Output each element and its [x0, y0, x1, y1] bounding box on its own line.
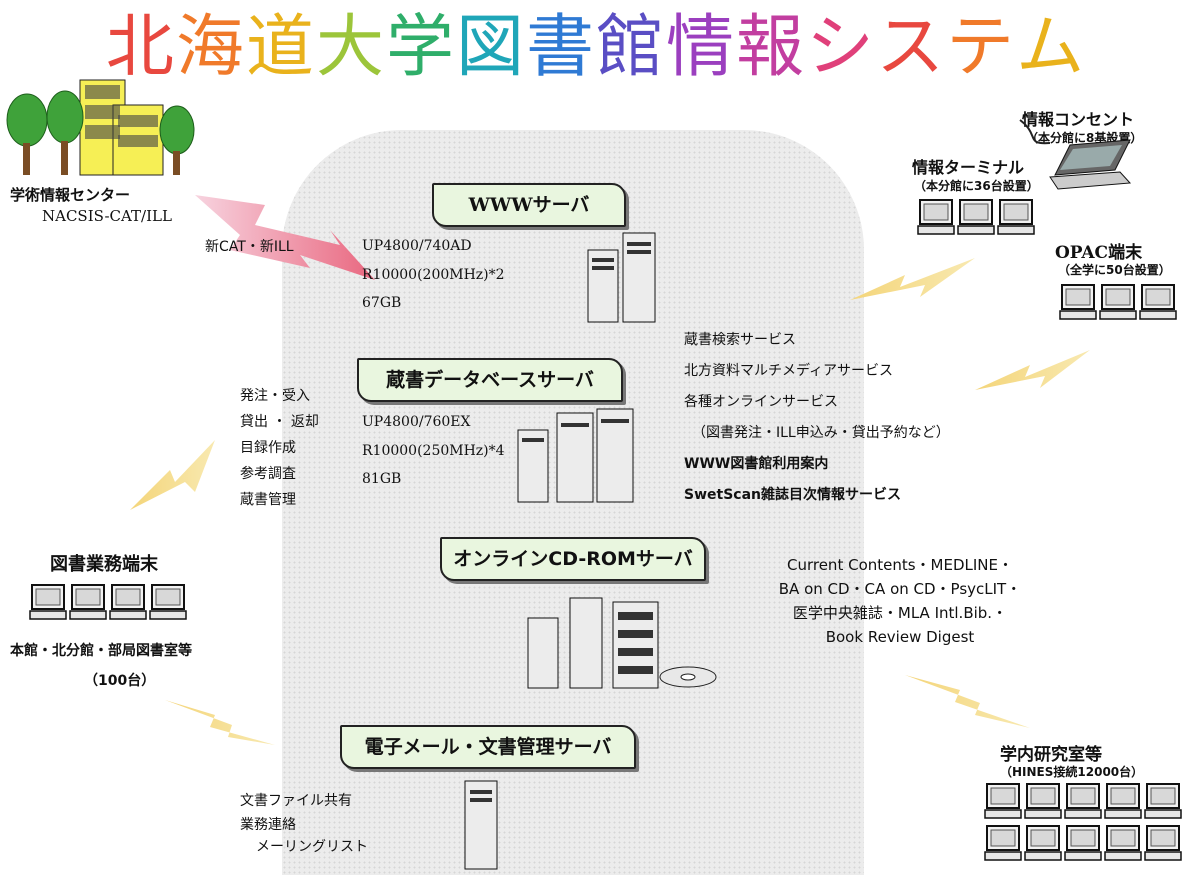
- terminal-icon: [984, 783, 1022, 819]
- db-server-icon: [517, 408, 634, 503]
- task-3: 目録作成: [240, 440, 296, 456]
- www-server-spec-2: R10000(200MHz)*2: [362, 267, 505, 283]
- title-char: 館: [596, 8, 667, 87]
- service-2: 北方資料マルチメディアサービス: [684, 363, 894, 379]
- info-terminal-label: 情報ターミナル: [912, 158, 1025, 177]
- service-3: 各種オンラインサービス: [684, 394, 838, 410]
- cdrom-server-banner: オンラインCD-ROMサーバ: [440, 537, 706, 581]
- www-server-spec-3: 67GB: [362, 295, 402, 311]
- campus-buildings-icon: [6, 79, 195, 176]
- db-server-spec-1: UP4800/760EX: [362, 414, 471, 430]
- task-2: 貸出 ・ 返却: [240, 414, 319, 430]
- cdrom-server-icon: [527, 597, 717, 689]
- task-5: 蔵書管理: [240, 492, 296, 508]
- terminal-icon: [29, 584, 67, 620]
- terminal-icon: [917, 199, 955, 235]
- mail-function-2: 業務連絡: [240, 817, 296, 833]
- title-char: テ: [946, 8, 1017, 87]
- info-outlet-label: 情報コンセント: [1022, 110, 1135, 129]
- cdrom-db-2: BA on CD・CA on CD・PsycLIT・: [778, 580, 1022, 598]
- title-char: 海: [175, 8, 246, 87]
- library-terminal-group: [29, 583, 190, 629]
- www-server-icon: [587, 232, 656, 323]
- title-char: ス: [876, 8, 947, 87]
- db-server-banner: 蔵書データベースサーバ: [357, 358, 623, 402]
- terminal-icon: [1144, 825, 1182, 861]
- title-char: 北: [105, 8, 176, 87]
- terminal-icon: [1059, 284, 1097, 320]
- research-rooms-count: （HINES接続12000台）: [1000, 765, 1144, 779]
- task-4: 参考調査: [240, 466, 296, 482]
- title-char: シ: [806, 8, 877, 87]
- title-char: 学: [385, 8, 456, 87]
- title-char: 情: [666, 8, 737, 87]
- terminal-icon: [1144, 783, 1182, 819]
- title-char: 道: [245, 8, 316, 87]
- terminal-icon: [1024, 783, 1062, 819]
- library-terminal-count: （100台）: [84, 673, 156, 689]
- task-1: 発注・受入: [240, 388, 310, 404]
- title-char: 大: [315, 8, 386, 87]
- laptop-icon: [1019, 119, 1132, 190]
- bolt-nacsis: [195, 195, 375, 280]
- terminal-icon: [997, 199, 1035, 235]
- opac-terminal-group: [1059, 283, 1180, 329]
- www-server-banner: WWWサーバ: [432, 183, 626, 227]
- bolt-terminal: [850, 258, 975, 300]
- service-6: SwetScan雑誌目次情報サービス: [684, 487, 901, 503]
- title-char: 書: [525, 8, 596, 87]
- service-1: 蔵書検索サービス: [684, 332, 796, 348]
- terminal-icon: [984, 825, 1022, 861]
- title-char: 報: [736, 8, 807, 87]
- service-5: WWW図書館利用案内: [684, 456, 829, 472]
- terminal-icon: [1104, 783, 1142, 819]
- cat-ill-link-label: 新CAT・新ILL: [205, 239, 294, 255]
- mail-server-banner: 電子メール・文書管理サーバ: [340, 725, 636, 769]
- bolt-opac: [975, 350, 1090, 390]
- nacsis-label: 学術情報センター: [10, 186, 131, 204]
- cdrom-db-1: Current Contents・MEDLINE・: [786, 556, 1014, 574]
- mail-function-1: 文書ファイル共有: [240, 793, 352, 809]
- mail-server-icon: [464, 780, 498, 870]
- terminal-icon: [149, 584, 187, 620]
- terminal-icon: [109, 584, 147, 620]
- terminal-icon: [69, 584, 107, 620]
- info-terminal-group: [917, 198, 1038, 244]
- opac-count: （全学に50台設置）: [1058, 263, 1171, 277]
- library-terminal-label: 図書業務端末: [50, 554, 158, 575]
- title-char: 図: [455, 8, 526, 87]
- bolt-research: [905, 675, 1030, 728]
- db-server-spec-3: 81GB: [362, 471, 402, 487]
- research-rooms-label: 学内研究室等: [1000, 745, 1102, 765]
- terminal-icon: [1064, 825, 1102, 861]
- service-4: （図書発注・ILL申込み・貸出予約など）: [692, 425, 950, 441]
- research-rooms-terminal-group: [984, 782, 1185, 870]
- opac-label: OPAC端末: [1055, 243, 1143, 263]
- cdrom-db-3: 医学中央雑誌・MLA Intl.Bib.・: [792, 604, 1008, 622]
- terminal-icon: [1024, 825, 1062, 861]
- info-terminal-count: （本分館に36台設置）: [914, 179, 1039, 193]
- library-terminal-location: 本館・北分館・部局図書室等: [10, 643, 192, 659]
- cdrom-db-4: Book Review Digest: [825, 628, 975, 646]
- page-title: 北海道大学図書館情報システム: [0, 8, 1192, 88]
- nacsis-system: NACSIS-CAT/ILL: [42, 207, 172, 225]
- mail-function-3: メーリングリスト: [256, 839, 368, 855]
- title-char: ム: [1016, 8, 1087, 87]
- bolt-mail: [165, 700, 275, 745]
- terminal-icon: [957, 199, 995, 235]
- terminal-icon: [1139, 284, 1177, 320]
- bolt-library-terminal: [130, 440, 215, 510]
- terminal-icon: [1099, 284, 1137, 320]
- terminal-icon: [1104, 825, 1142, 861]
- www-server-spec-1: UP4800/740AD: [362, 238, 472, 254]
- db-server-spec-2: R10000(250MHz)*4: [362, 443, 505, 459]
- terminal-icon: [1064, 783, 1102, 819]
